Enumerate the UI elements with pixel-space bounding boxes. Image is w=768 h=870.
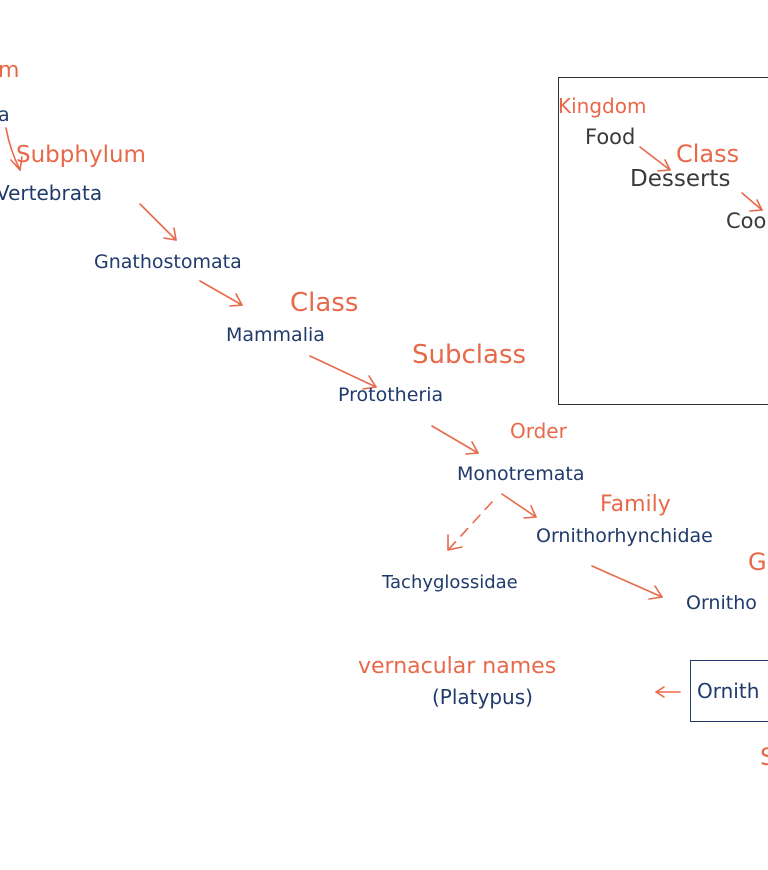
arrow-vertebrata-to-gnathostomata: [139, 203, 177, 241]
taxon-monotremata: Monotremata: [457, 463, 585, 485]
inset-value-food: Food: [585, 125, 636, 149]
taxon-phylum-fragment: a: [0, 104, 10, 126]
rank-label-class: Class: [290, 288, 359, 318]
rank-label-subclass: Subclass: [412, 340, 527, 370]
taxon-vertebrata: Vertebrata: [0, 181, 103, 205]
inset-value-fragment: Coo: [726, 209, 767, 233]
arrow-mammalia-to-prototheria: [309, 355, 377, 390]
arrow-gnathostomata-to-mammalia: [199, 280, 243, 307]
arrow-ornithorhynchidae-to-genus: [591, 565, 663, 600]
arrow-prototheria-to-monotremata: [431, 425, 479, 455]
rank-label-vernacular-names: vernacular names: [358, 654, 557, 679]
rank-label-genus-fragment: G: [748, 548, 767, 576]
taxon-ornithorhynchidae: Ornithorhynchidae: [536, 525, 713, 547]
species-box: [690, 660, 768, 722]
taxon-gnathostomata: Gnathostomata: [94, 251, 242, 273]
arrow-monotremata-to-tachyglossidae-dashed: [447, 501, 493, 551]
arrow-species-to-vernacular: [655, 686, 681, 698]
taxon-genus-fragment: Ornitho: [686, 592, 757, 614]
arrow-inset-desserts-to-next: [741, 192, 763, 212]
inset-rank-label-kingdom: Kingdom: [558, 94, 647, 118]
inset-rank-label-class: Class: [676, 140, 740, 168]
taxon-mammalia: Mammalia: [226, 324, 325, 346]
rank-label-kingdom-fragment: m: [0, 58, 20, 83]
vernacular-name-platypus: (Platypus): [432, 685, 533, 709]
rank-label-species-fragment: S: [760, 743, 768, 771]
arrow-phylum-to-subphylum: [5, 127, 23, 171]
taxon-species-fragment: Ornith: [697, 679, 760, 703]
taxon-prototheria: Prototheria: [338, 384, 444, 406]
arrow-inset-food-to-desserts: [639, 146, 671, 172]
rank-label-subphylum: Subphylum: [16, 142, 146, 168]
inset-value-desserts: Desserts: [630, 166, 731, 192]
arrow-monotremata-to-ornithorhynchidae: [501, 493, 537, 519]
inset-example-box: [558, 77, 768, 405]
rank-label-family: Family: [600, 492, 671, 517]
rank-label-order: Order: [510, 419, 567, 443]
taxon-tachyglossidae: Tachyglossidae: [382, 572, 518, 593]
